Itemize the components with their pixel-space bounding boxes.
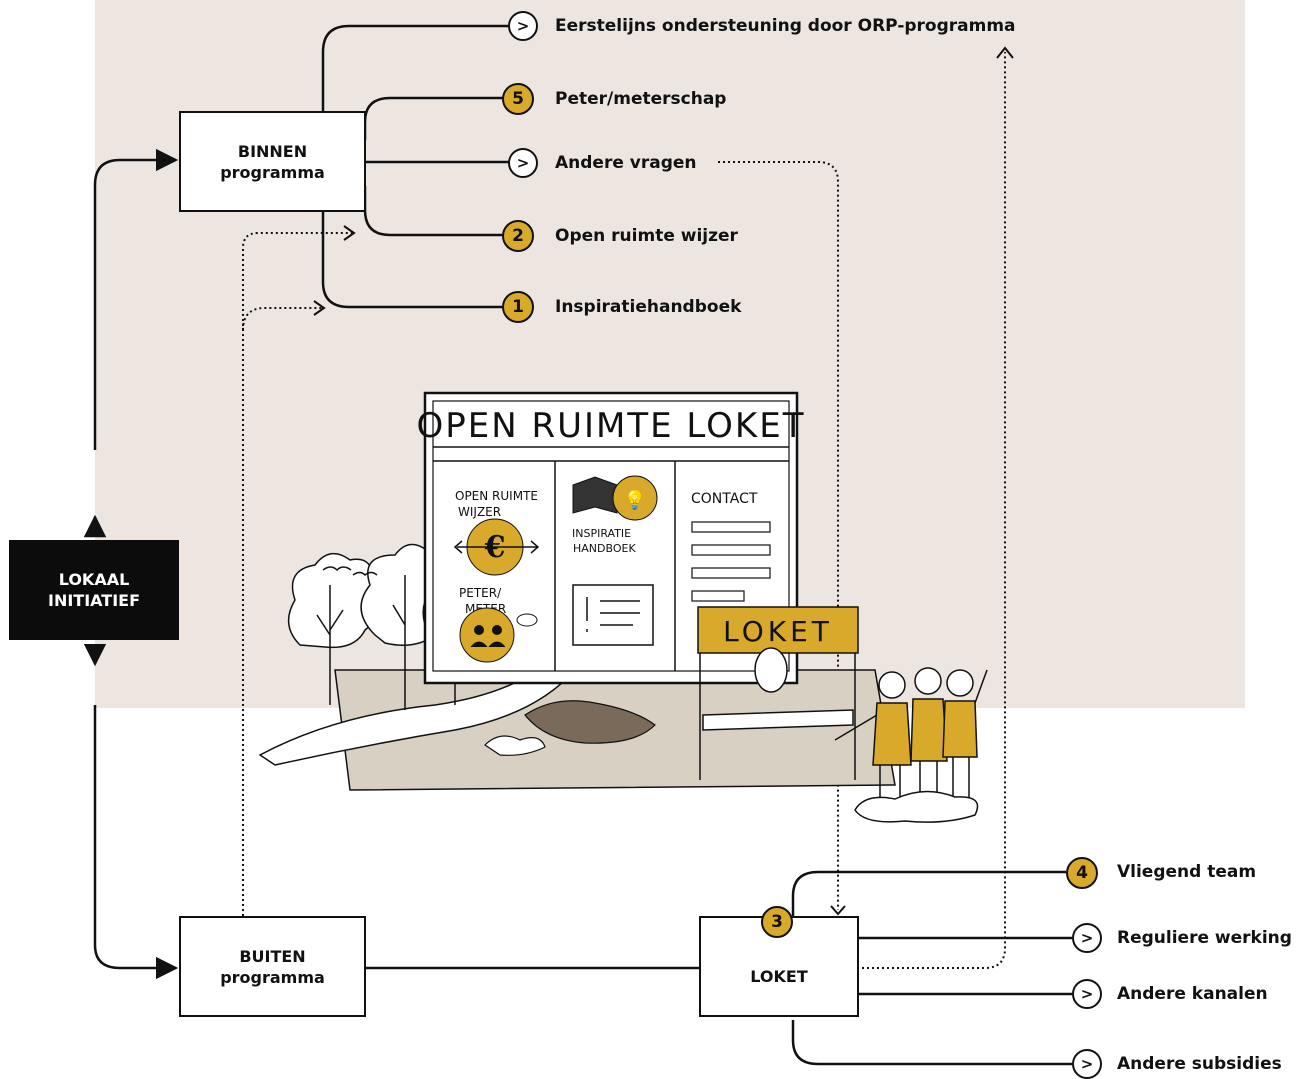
binnen-line1: BINNEN [237,141,308,161]
output-eerstelijns[interactable]: Eerstelijns ondersteuning door ORP-progr… [555,16,1016,36]
loket-illustration: OPEN RUIMTE LOKET OPEN RUIMTE WIJZER € P… [258,391,988,823]
buiten-line2: programma [220,967,325,987]
lokaal-initiatief-box: LOKAAL INITIATIEF [9,540,179,640]
badge-2: 2 [502,220,534,252]
chevron-right-icon: > [508,11,538,41]
output-andere-subsidies[interactable]: Andere subsidies [1117,1054,1282,1074]
output-reguliere-werking[interactable]: Reguliere werking [1117,928,1292,948]
illustration-col1-peter: PETER/ [459,586,502,600]
illustration-col2-line1: INSPIRATIE [572,527,631,540]
output-vliegend-team[interactable]: Vliegend team [1117,862,1257,882]
badge-1: 1 [502,291,534,323]
output-open-ruimte-wijzer[interactable]: Open ruimte wijzer [555,226,738,246]
badge-2-number: 2 [512,226,524,246]
buiten-line1: BUITEN [239,946,306,966]
binnen-line2: programma [220,162,325,182]
badge-5-number: 5 [512,89,524,109]
illustration-title: OPEN RUIMTE LOKET [417,406,806,446]
loket-badge-number: 3 [771,912,783,932]
illustration-col1-line2: WIJZER [458,505,501,519]
output-inspiratiehandboek[interactable]: Inspiratiehandboek [555,297,742,317]
chevron-right-icon: > [508,148,538,178]
binnen-programma-box[interactable]: BINNEN programma [179,111,366,212]
output-peter-meterschap[interactable]: Peter/meterschap [555,89,727,109]
chevron-right-icon: > [1072,979,1102,1009]
buiten-programma-box[interactable]: BUITEN programma [179,916,366,1017]
illustration-sign: LOKET [723,615,833,648]
loket-label: LOKET [750,967,808,986]
chevron-right-icon: > [1072,923,1102,953]
chevron-right-icon: > [1072,1049,1102,1079]
lokaal-initiatief-line1: LOKAAL [58,570,130,589]
badge-1-number: 1 [512,297,524,317]
illustration-col2-line2: HANDBOEK [573,542,636,555]
badge-5: 5 [502,83,534,115]
illustration-col3: CONTACT [691,491,758,507]
lokaal-initiatief-line2: INITIATIEF [47,591,141,610]
output-andere-vragen[interactable]: Andere vragen [555,153,697,173]
loket-badge: 3 [761,906,793,938]
illustration-col1-line1: OPEN RUIMTE [455,489,538,503]
svg-text:💡: 💡 [624,489,646,511]
badge-4-number: 4 [1076,863,1088,883]
badge-4: 4 [1066,857,1098,889]
output-andere-kanalen[interactable]: Andere kanalen [1117,984,1268,1004]
